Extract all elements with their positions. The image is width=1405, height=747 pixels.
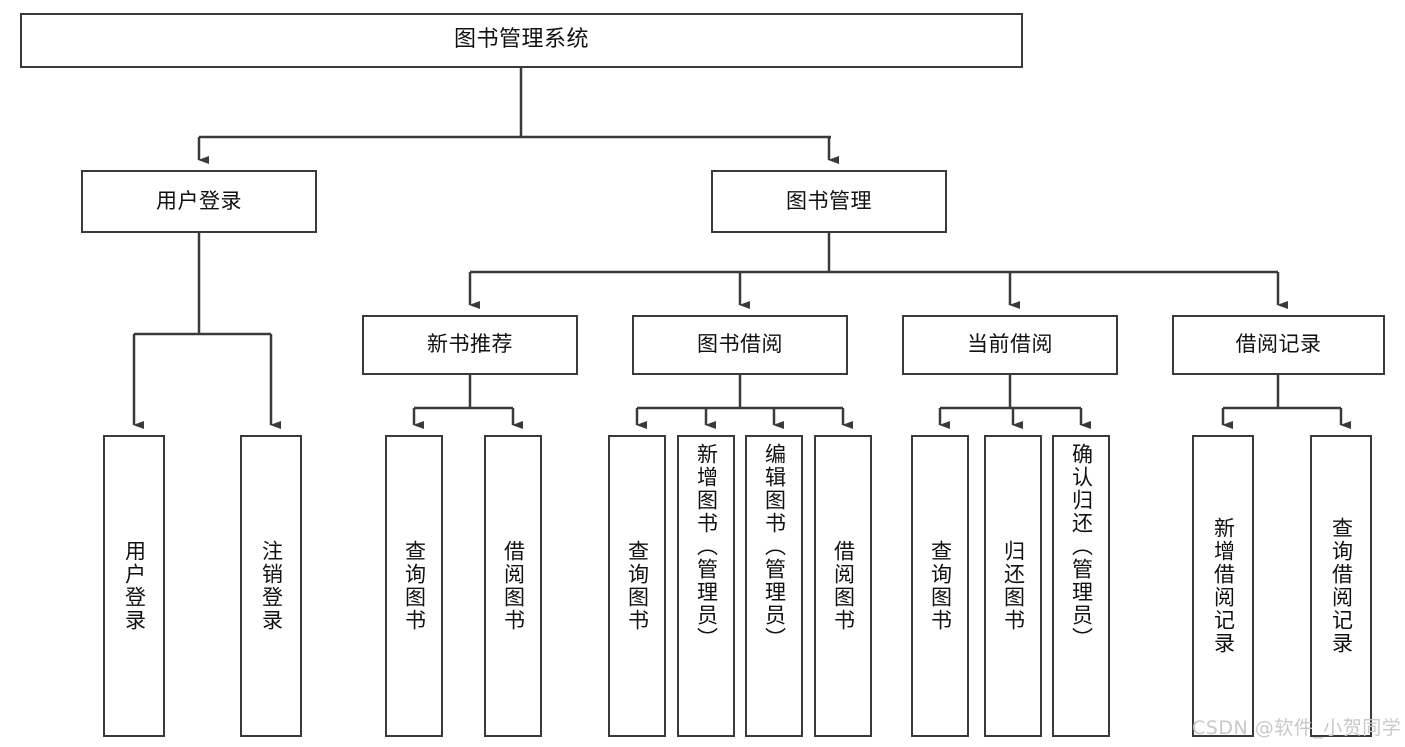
node-leaf-query-book-recommend[interactable]: 查询图书 (385, 435, 443, 737)
node-current-borrow[interactable]: 当前借阅 (902, 315, 1118, 375)
node-leaf-borrow-book-recommend[interactable]: 借阅图书 (484, 435, 542, 737)
leaf-label: 归还图书 (1001, 540, 1026, 632)
node-leaf-borrow-book[interactable]: 借阅图书 (814, 435, 872, 737)
leaf-label: 用户登录 (122, 540, 147, 632)
leaf-label: 借阅图书 (831, 540, 856, 632)
node-leaf-return-book[interactable]: 归还图书 (984, 435, 1042, 737)
node-leaf-confirm-return-admin[interactable]: 确认归还（管理员） (1052, 435, 1110, 737)
leaf-label: 查询图书 (402, 540, 427, 632)
node-user-login[interactable]: 用户登录 (81, 170, 317, 233)
node-leaf-logout[interactable]: 注销登录 (240, 435, 302, 737)
node-leaf-query-book-current[interactable]: 查询图书 (911, 435, 969, 737)
leaf-label: 编辑图书（管理员） (762, 443, 787, 650)
node-book-borrow[interactable]: 图书借阅 (632, 315, 848, 375)
node-leaf-query-book-borrow[interactable]: 查询图书 (608, 435, 666, 737)
node-leaf-query-borrow-record[interactable]: 查询借阅记录 (1310, 435, 1372, 737)
leaf-label: 借阅图书 (501, 540, 526, 632)
leaf-label: 查询图书 (928, 540, 953, 632)
csdn-watermark: CSDN @软件_小贺同学 (1192, 717, 1402, 739)
leaf-label: 确认归还（管理员） (1069, 443, 1094, 650)
leaf-label: 查询图书 (625, 540, 650, 632)
node-root-system[interactable]: 图书管理系统 (20, 13, 1023, 68)
leaf-label: 新增借阅记录 (1211, 517, 1236, 655)
node-book-manage[interactable]: 图书管理 (711, 170, 947, 233)
leaf-label: 注销登录 (259, 540, 284, 632)
leaf-label: 查询借阅记录 (1329, 517, 1354, 655)
node-leaf-add-borrow-record[interactable]: 新增借阅记录 (1192, 435, 1254, 737)
node-new-book-recommend[interactable]: 新书推荐 (362, 315, 578, 375)
node-leaf-user-login[interactable]: 用户登录 (103, 435, 165, 737)
node-leaf-edit-book-admin[interactable]: 编辑图书（管理员） (745, 435, 803, 737)
node-borrow-record[interactable]: 借阅记录 (1172, 315, 1385, 375)
leaf-label: 新增图书（管理员） (694, 443, 719, 650)
node-leaf-add-book-admin[interactable]: 新增图书（管理员） (677, 435, 735, 737)
